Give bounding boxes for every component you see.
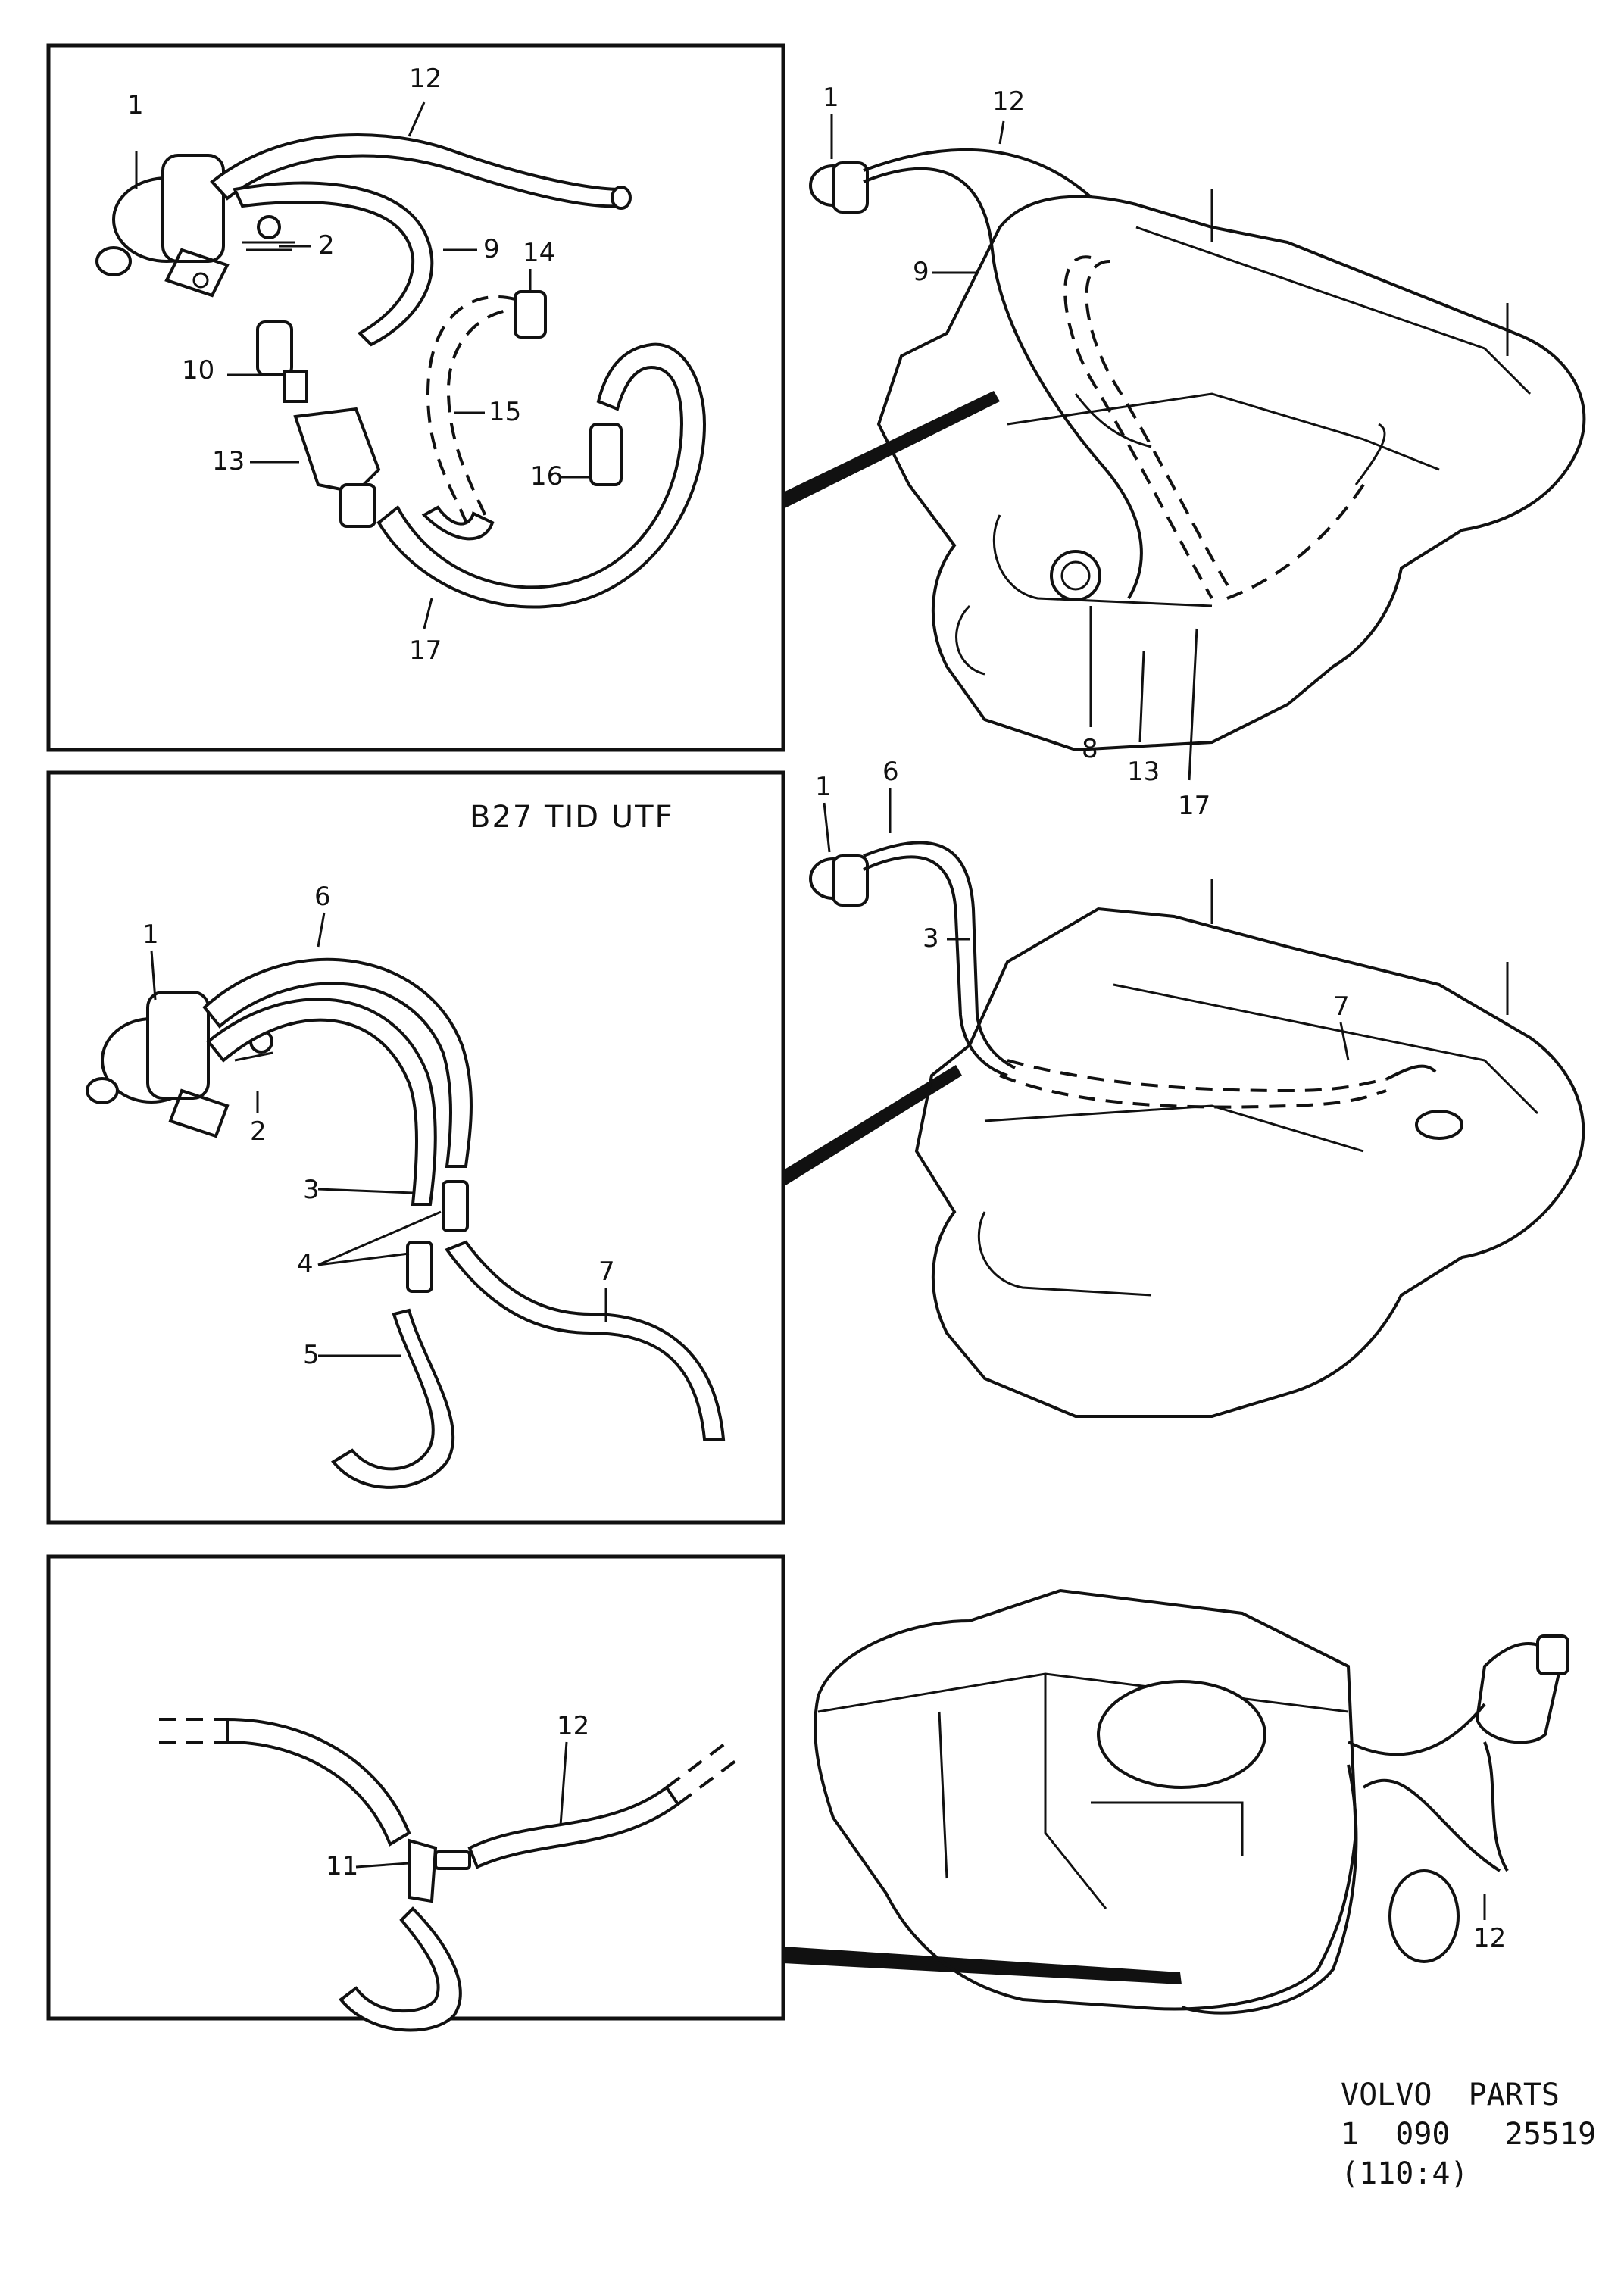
parts-reference-footer: VOLVO PARTS 1 090 25519 (110:4) [1341,2075,1596,2193]
middle-detail-label-5: 5 [303,1340,320,1370]
footer-brand: VOLVO PARTS [1341,2078,1560,2112]
top-engine-label-17: 17 [1178,791,1210,821]
middle-engine-label-6: 6 [882,757,899,787]
footer-section-code: (110:4) [1341,2156,1469,2191]
middle-engine-illustration: 1 6 3 7 [809,757,1585,1418]
regulator-part [95,154,230,298]
middle-detail-box: B27 TID UTF 6 1 2 3 4 7 5 [46,770,785,1525]
top-detail-label-13: 13 [212,446,245,476]
top-detail-label-1: 1 [127,90,144,120]
top-engine-label-9: 9 [913,257,929,287]
middle-detail-label-3: 3 [303,1175,320,1205]
top-detail-label-9: 9 [483,234,500,264]
middle-pointer-wedge [783,1065,962,1187]
top-engine-label-13: 13 [1127,757,1160,787]
top-detail-label-15: 15 [489,397,521,427]
top-detail-label-16: 16 [530,461,563,492]
top-engine-label-12: 12 [992,86,1025,117]
top-detail-label-14: 14 [523,238,555,268]
top-engine-label-1: 1 [823,83,839,113]
top-detail-label-17: 17 [409,635,442,666]
bottom-engine-label-12: 12 [1473,1923,1506,1953]
top-detail-label-10: 10 [182,355,214,386]
middle-panel-caption: B27 TID UTF [470,800,674,835]
middle-detail-label-4: 4 [297,1249,314,1279]
bottom-detail-label-12: 12 [557,1711,589,1741]
bottom-detail-label-11: 11 [326,1851,358,1881]
bottom-detail-box: 12 11 [46,1554,785,2032]
footer-part-number: 1 090 25519 [1341,2117,1597,2152]
top-detail-label-2: 2 [318,230,335,261]
top-engine-label-8: 8 [1082,734,1098,764]
top-engine-illustration: 1 12 9 8 13 17 [809,83,1586,821]
middle-engine-label-1: 1 [815,772,832,802]
bottom-engine-illustration: 12 [814,1588,1569,2015]
middle-detail-label-6: 6 [314,882,331,912]
middle-detail-label-7: 7 [598,1257,615,1287]
middle-detail-label-1: 1 [142,919,159,950]
top-detail-box: 1 12 2 9 14 10 15 13 16 17 [46,43,785,752]
middle-engine-label-3: 3 [923,923,939,954]
top-detail-label-12: 12 [409,64,442,94]
bottom-pointer-wedge [783,1947,1182,1984]
middle-detail-label-2: 2 [250,1116,267,1147]
middle-engine-label-7: 7 [1333,991,1350,1022]
